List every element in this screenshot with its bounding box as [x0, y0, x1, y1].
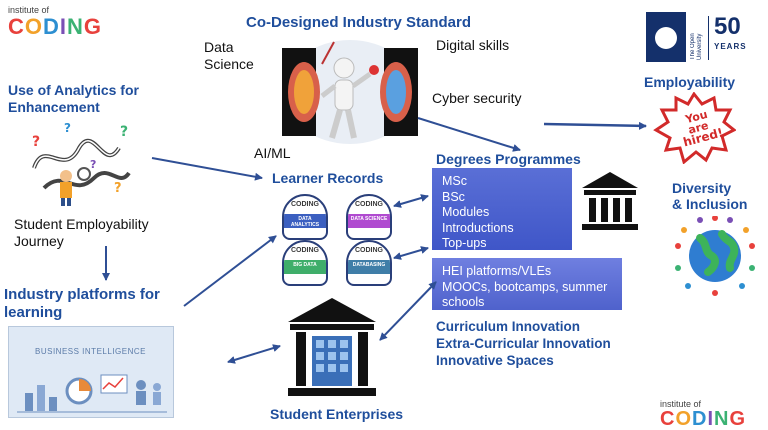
- badge-big-data: CODING BIG DATA: [282, 240, 328, 286]
- diversity-line1: Diversity: [672, 180, 732, 196]
- svg-text:?: ?: [64, 121, 71, 135]
- digital-skills-label: Digital skills: [436, 37, 510, 53]
- learner-records-title: Learner Records: [272, 170, 384, 186]
- degree-item-bsc: BSc: [442, 189, 465, 204]
- svg-text:?: ?: [120, 124, 128, 140]
- badge-label: DATABASING: [352, 262, 386, 268]
- degree-item-top-ups: Top-ups: [442, 236, 487, 250]
- badge-brand: CODING: [355, 201, 383, 208]
- innovation-curriculum: Curriculum Innovation: [436, 319, 581, 334]
- open-university-logo: The Open University 50 YEARS: [646, 12, 762, 62]
- data-science-label-line1: Data: [204, 39, 234, 55]
- badge-brand: CODING: [355, 247, 383, 254]
- innovation-list: Curriculum Innovation Extra-Curricular I…: [436, 318, 611, 369]
- badge-label: DATA SCIENCE: [350, 216, 388, 222]
- arrow-enterprises-hei: [379, 281, 437, 341]
- arrow-center-to-degrees: [417, 117, 521, 152]
- degree-item-introductions: Introductions: [442, 220, 514, 235]
- arrow-card-enterprises: [227, 344, 281, 364]
- svg-text:?: ?: [114, 181, 122, 196]
- diversity-title: Diversity & Inclusion: [672, 180, 747, 212]
- stamp-you: You: [683, 108, 709, 127]
- industry-platforms-title: Industry platforms for learning: [4, 286, 160, 322]
- analytics-title-line2: Enhancement: [8, 99, 100, 115]
- analytics-title-line1: Use of Analytics for: [8, 82, 139, 98]
- ioc-logo-word: CODING: [660, 408, 747, 430]
- industry-title-line2: learning: [4, 304, 63, 321]
- industry-title-line1: Industry platforms for: [4, 286, 160, 303]
- badge-databasing: CODING DATABASING: [346, 240, 392, 286]
- arrow-records-degrees: [393, 194, 429, 208]
- university-building-icon: [582, 172, 638, 230]
- analytics-title: Use of Analytics for Enhancement: [8, 82, 139, 116]
- degree-item-msc: MSc: [442, 174, 467, 188]
- you-are-hired-stamp-icon: You are hired!: [653, 92, 736, 164]
- business-intelligence-label: BUSINESS INTELLIGENCE: [35, 347, 146, 356]
- ioc-logo-bottom-right: institute of CODING: [660, 400, 746, 430]
- degree-item-modules: Modules: [442, 205, 490, 219]
- degrees-programmes-box: MSc BSc Modules Introductions Top-ups: [432, 168, 572, 250]
- svg-text:?: ?: [32, 134, 40, 150]
- ai-ml-label: AI/ML: [254, 145, 291, 161]
- innovation-extra-curricular: Extra-Curricular Innovation: [436, 336, 611, 351]
- stamp-are: are: [687, 119, 710, 137]
- business-intelligence-card: BUSINESS INTELLIGENCE: [8, 326, 174, 418]
- student-enterprises-building-icon: [288, 298, 376, 396]
- open-university-years-word: YEARS: [714, 42, 747, 51]
- globe-people-icon: [675, 216, 755, 296]
- hei-line3: schools: [442, 295, 485, 309]
- diversity-line2: & Inclusion: [672, 196, 748, 212]
- cyber-security-label: Cyber security: [432, 90, 522, 106]
- robot-brain-illustration: [282, 40, 418, 144]
- employability-title: Employability: [644, 74, 736, 90]
- hei-line1: HEI platforms/VLEs: [442, 264, 552, 278]
- arrow-to-employability: [543, 121, 647, 130]
- maze-journey-illustration: ? ? ? ? ?: [32, 121, 131, 206]
- data-science-label-line2: Science: [204, 56, 254, 72]
- arrow-analytics-to-records: [151, 157, 263, 181]
- open-university-years-number: 50: [714, 13, 741, 40]
- arrow-records-hei: [393, 246, 429, 260]
- page-title: Co-Designed Industry Standard: [246, 14, 472, 31]
- hei-line2: MOOCs, bootcamps, summer: [442, 279, 608, 294]
- degrees-programmes-title: Degrees Programmes: [436, 151, 581, 167]
- open-university-name: The Open University: [690, 33, 703, 60]
- student-journey-line2: Journey: [14, 233, 64, 249]
- student-journey-label: Student Employability Journey: [14, 216, 149, 250]
- ioc-logo-small-text: institute of: [660, 399, 702, 409]
- ioc-logo-top-left: institute of CODING: [8, 6, 102, 39]
- open-university-mark-icon: [646, 12, 686, 62]
- business-chart-icon: [17, 374, 167, 413]
- arrow-industry-to-records: [183, 235, 277, 307]
- data-science-label: Data Science: [204, 39, 254, 73]
- svg-text:?: ?: [90, 158, 96, 171]
- badge-label: BIG DATA: [293, 262, 317, 268]
- badge-brand: CODING: [291, 247, 319, 254]
- badge-data-analytics: CODING DATA ANALYTICS: [282, 194, 328, 240]
- hei-platforms-box: HEI platforms/VLEs MOOCs, bootcamps, sum…: [432, 258, 622, 310]
- badge-brand: CODING: [291, 201, 319, 208]
- badge-data-science: CODING DATA SCIENCE: [346, 194, 392, 240]
- badge-label: DATA ANALYTICS: [290, 216, 320, 228]
- innovation-spaces: Innovative Spaces: [436, 353, 554, 368]
- student-journey-line1: Student Employability: [14, 216, 149, 232]
- ioc-logo-small-text: institute of: [8, 5, 50, 15]
- student-enterprises-label: Student Enterprises: [270, 406, 404, 422]
- ioc-logo-word: CODING: [8, 14, 103, 39]
